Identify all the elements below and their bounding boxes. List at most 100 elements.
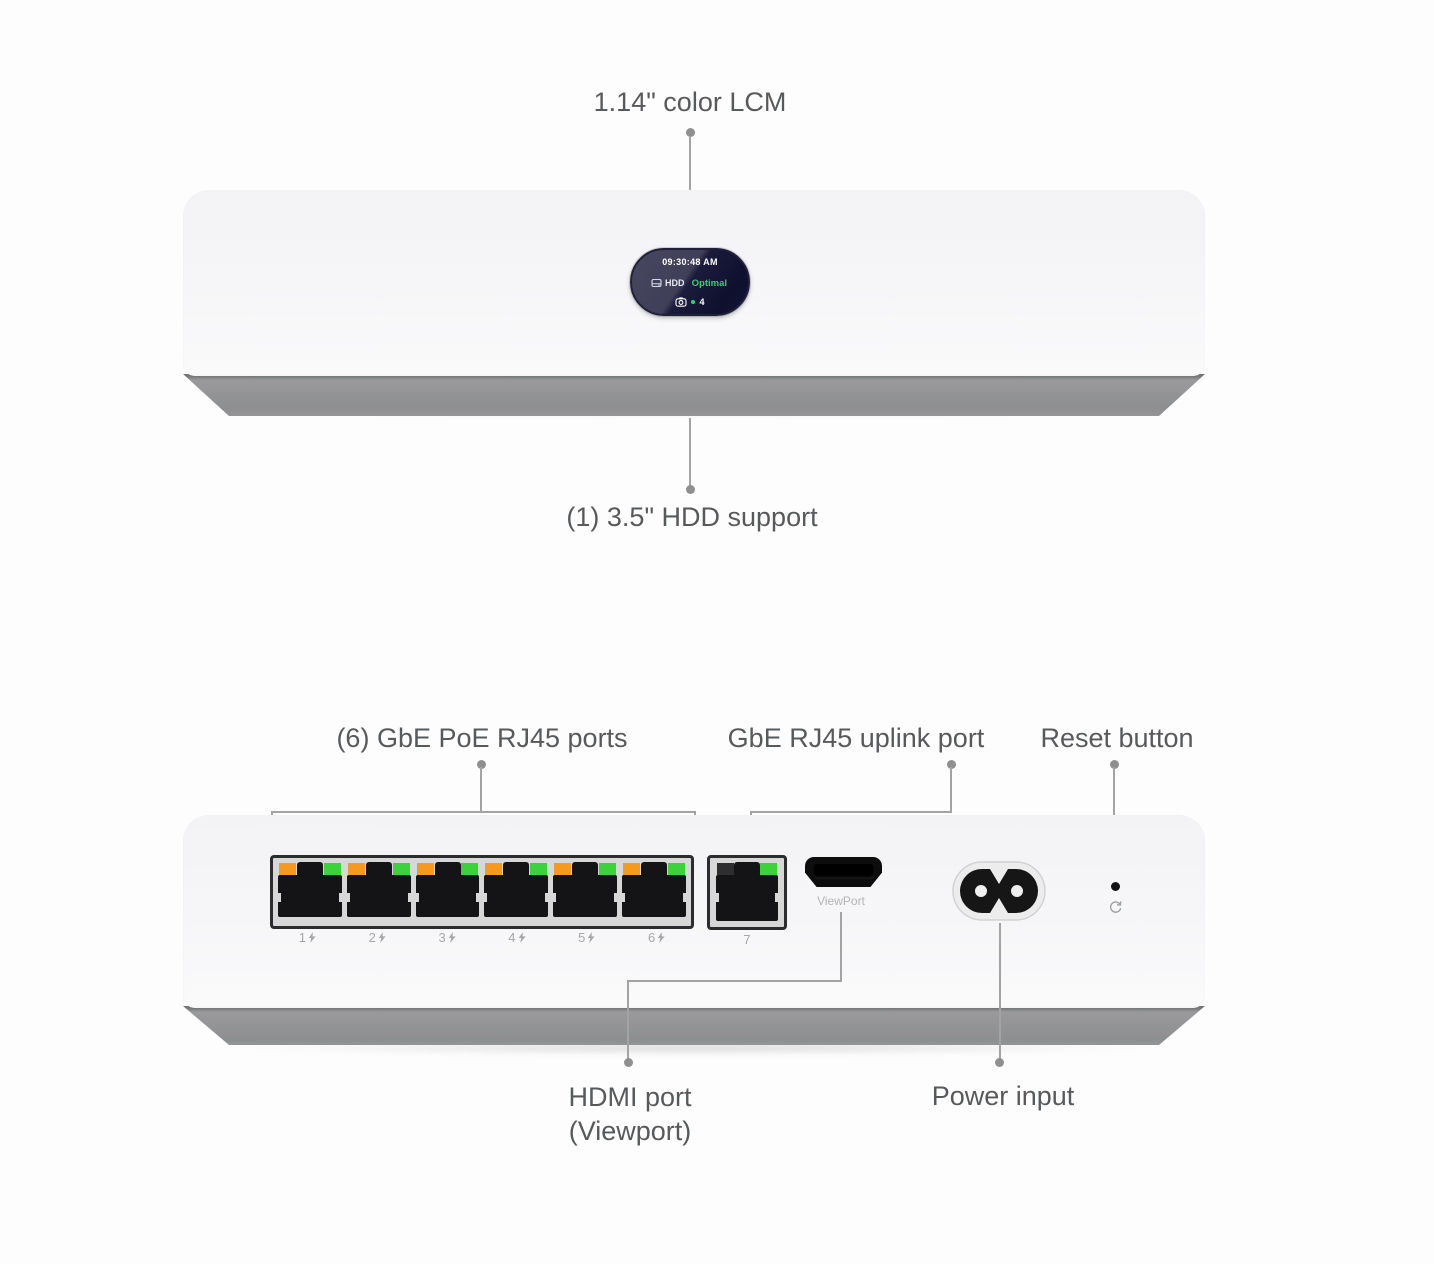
port-number-text: 6 bbox=[647, 930, 656, 945]
rj45-latch-tab bbox=[296, 862, 323, 877]
rj45-latch-tab bbox=[641, 862, 668, 877]
lcm-camera-count: 4 bbox=[699, 297, 705, 307]
poe-led-orange bbox=[279, 863, 296, 875]
device-rear-view bbox=[183, 815, 1205, 1055]
poe-led-orange bbox=[623, 863, 641, 875]
poe-bolt-icon bbox=[518, 932, 526, 943]
camera-status-dot bbox=[691, 300, 696, 304]
poe-port-1 bbox=[278, 862, 342, 926]
rj45-latch-tab bbox=[734, 862, 760, 877]
port-number-text: 3 bbox=[438, 930, 446, 945]
poe-port-number: 3 bbox=[415, 930, 480, 945]
poe-port-block bbox=[270, 855, 694, 929]
hdd-icon bbox=[651, 278, 662, 288]
poe-port-2 bbox=[346, 862, 411, 926]
poe-bolt-icon bbox=[657, 932, 665, 943]
port-number-text: 4 bbox=[508, 930, 516, 945]
uplink-port-block bbox=[707, 855, 787, 930]
led-green bbox=[392, 863, 410, 875]
uplink-leader-line-v bbox=[950, 767, 952, 812]
lcm-camera-row: 4 bbox=[632, 297, 748, 307]
hdmi-leader-line-v2 bbox=[627, 980, 629, 1059]
hdmi-leader-dot bbox=[624, 1058, 633, 1067]
led-green bbox=[667, 863, 685, 875]
uplink-leader-dot bbox=[947, 760, 956, 769]
hdmi-callout-line2: (Viewport) bbox=[568, 1116, 692, 1146]
rj45-latch-tab bbox=[572, 862, 599, 877]
poe-port-number: 4 bbox=[484, 930, 549, 945]
poe-leader-line bbox=[480, 767, 482, 812]
viewport-port-name: ViewPort bbox=[817, 894, 865, 908]
hdd-callout-label: (1) 3.5" HDD support bbox=[566, 502, 818, 532]
rj45-jack-opening bbox=[415, 875, 480, 917]
rj45-latch-tab bbox=[503, 862, 530, 877]
power-callout-label: Power input bbox=[931, 1081, 1075, 1111]
poe-bolt-icon bbox=[308, 932, 316, 943]
poe-bolt-icon bbox=[588, 932, 595, 943]
uplink-led-off bbox=[717, 863, 734, 875]
poe-port-number: 5 bbox=[554, 930, 619, 945]
rj45-latch-tab bbox=[365, 862, 392, 877]
power-inlet bbox=[952, 861, 1046, 921]
lcm-callout-label: 1.14" color LCM bbox=[593, 87, 787, 117]
hdmi-leader-line-v1 bbox=[840, 912, 842, 982]
port-number-text: 1 bbox=[298, 930, 307, 945]
power-leader-dot bbox=[995, 1058, 1004, 1067]
port-number-text: 2 bbox=[368, 930, 376, 945]
lcm-time: 09:30:48 AM bbox=[662, 257, 718, 267]
poe-port-6 bbox=[622, 862, 686, 926]
poe-bolt-icon bbox=[378, 932, 386, 943]
lcm-display: 09:30:48 AM HDD Optimal 4 bbox=[630, 248, 750, 316]
hdmi-port bbox=[805, 857, 882, 887]
hdmi-leader-line-h bbox=[628, 980, 841, 982]
poe-port-3 bbox=[415, 862, 480, 926]
rj45-latch-tab bbox=[434, 862, 461, 877]
camera-icon bbox=[675, 297, 688, 307]
poe-port-number: 6 bbox=[624, 930, 689, 945]
poe-port-number: 2 bbox=[345, 930, 410, 945]
led-green bbox=[599, 863, 617, 875]
hdmi-slot bbox=[813, 864, 874, 879]
lcm-hdd-text: HDD bbox=[665, 278, 685, 288]
lcm-leader-dot bbox=[686, 128, 695, 137]
poe-leader-dot bbox=[477, 760, 486, 769]
poe-port-4 bbox=[484, 862, 549, 926]
rj45-jack-opening bbox=[346, 875, 411, 917]
lcm-hdd-status: Optimal bbox=[691, 277, 727, 289]
power-leader-line bbox=[999, 923, 1001, 1059]
poe-port-5 bbox=[553, 862, 618, 926]
uplink-port-number: 7 bbox=[743, 932, 751, 947]
reset-icon bbox=[1109, 901, 1122, 913]
uplink-port-7 bbox=[716, 862, 778, 927]
uplink-callout-label: GbE RJ45 uplink port bbox=[727, 723, 985, 753]
uplink-leader-line-h bbox=[750, 811, 952, 813]
hdd-leader-dot bbox=[686, 485, 695, 494]
rj45-jack-opening bbox=[553, 875, 618, 917]
poe-led-orange bbox=[347, 863, 365, 875]
poe-bracket-line bbox=[271, 811, 696, 813]
poe-port-number: 1 bbox=[275, 930, 340, 945]
poe-ports-callout-label: (6) GbE PoE RJ45 ports bbox=[336, 723, 628, 753]
reset-leader-dot bbox=[1110, 760, 1119, 769]
device-rear-base bbox=[183, 1006, 1205, 1045]
poe-led-orange bbox=[554, 863, 572, 875]
poe-bolt-icon bbox=[448, 932, 456, 943]
device-front-base bbox=[183, 374, 1205, 416]
led-green bbox=[760, 863, 777, 875]
rj45-jack-opening bbox=[716, 875, 778, 921]
hdd-leader-line bbox=[689, 418, 691, 486]
poe-led-orange bbox=[485, 863, 503, 875]
lcm-hdd-group: HDD bbox=[651, 278, 685, 288]
reset-button bbox=[1111, 882, 1120, 891]
led-green bbox=[461, 863, 479, 875]
lcm-hdd-row: HDD Optimal bbox=[632, 276, 748, 290]
hdmi-callout-line1: HDMI port bbox=[568, 1082, 692, 1112]
rj45-jack-opening bbox=[622, 875, 686, 917]
led-green bbox=[323, 863, 341, 875]
poe-led-orange bbox=[416, 863, 434, 875]
led-green bbox=[530, 863, 548, 875]
rj45-jack-opening bbox=[484, 875, 549, 917]
rj45-jack-opening bbox=[278, 875, 342, 917]
reset-callout-label: Reset button bbox=[1040, 723, 1194, 753]
